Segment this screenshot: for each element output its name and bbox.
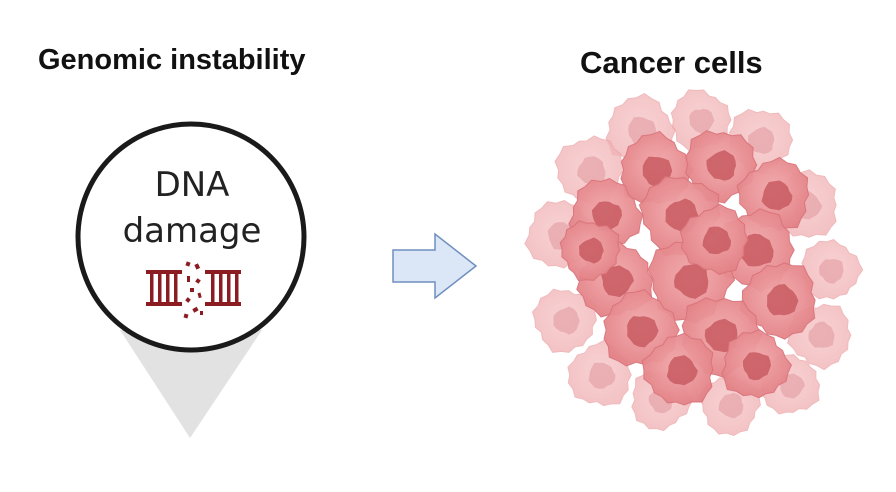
right-arrow-icon [392, 232, 478, 300]
cancer-cells-title: Cancer cells [580, 45, 763, 80]
bubble-text-line2: damage [123, 211, 262, 251]
cancer-cell [641, 332, 714, 406]
cancer-cell-cluster-icon [524, 89, 864, 437]
genomic-instability-title: Genomic instability [38, 44, 306, 76]
faded-cancer-cell [531, 288, 597, 353]
cancer-cell [721, 329, 792, 399]
faded-cancer-cell [801, 239, 864, 300]
bubble-text-line1: DNA [155, 165, 230, 205]
pin-marker: DNA damage [75, 121, 307, 438]
cancer-cell [679, 203, 749, 275]
cancer-cell [559, 220, 621, 282]
broken-dna-icon [146, 261, 241, 319]
cancer-cell [739, 262, 816, 340]
pin-tail [120, 330, 262, 438]
bubble-circle [75, 121, 307, 353]
